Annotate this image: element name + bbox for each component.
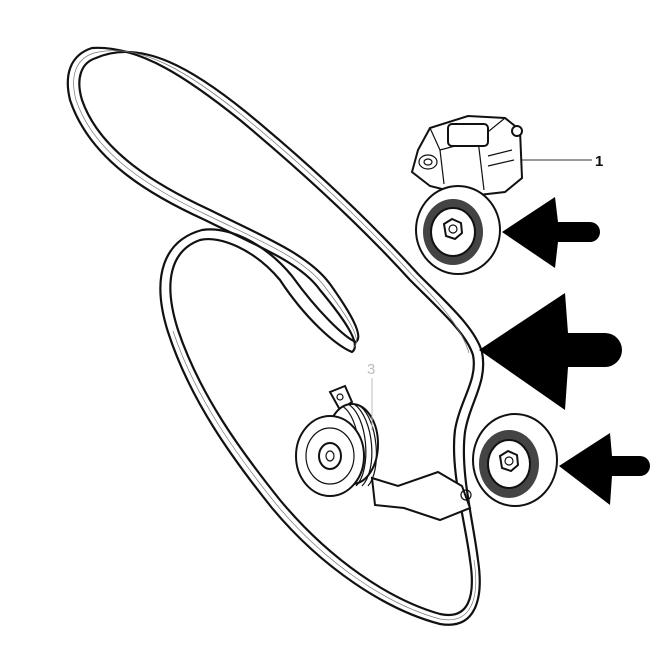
callout-3-label: 3 [367, 361, 375, 378]
arrow-left-icon [502, 197, 600, 268]
tensioner-pulley [415, 185, 501, 275]
idler-pulley-assembly [295, 384, 472, 522]
arrow-left-icon [559, 433, 650, 505]
lower-pulley [472, 413, 558, 507]
arrow-left-icon [479, 293, 622, 410]
drive-belt [66, 46, 485, 626]
callout-1-label: 1 [595, 153, 603, 170]
tensioner-assembly [410, 114, 524, 198]
